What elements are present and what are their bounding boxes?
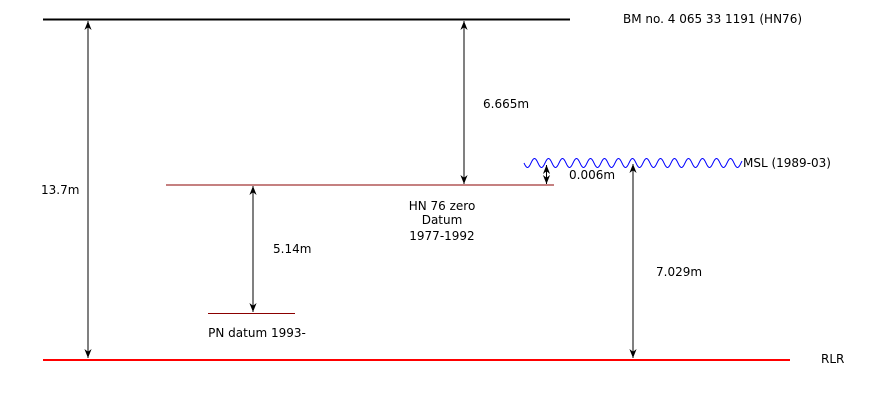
rlr-label: RLR [821, 352, 844, 366]
hn76-label-line1: HN 76 zero [409, 199, 476, 213]
msl-label: MSL (1989-03) [743, 156, 831, 170]
benchmark-label: BM no. 4 065 33 1191 (HN76) [623, 12, 802, 26]
msl-to-rlr-value: 7.029m [656, 265, 702, 279]
bm-to-hn76-value: 6.665m [483, 97, 529, 111]
hn76-label-line2: Datum [422, 213, 463, 227]
hn76-to-pn-value: 5.14m [273, 242, 311, 256]
pn-datum-label: PN datum 1993- [208, 326, 306, 340]
hn76-label-line3: 1977-1992 [409, 229, 474, 243]
bm-to-rlr-value: 13.7m [41, 183, 79, 197]
msl-wave-line [523, 157, 743, 169]
hn76-to-msl-value: 0.006m [569, 168, 615, 182]
